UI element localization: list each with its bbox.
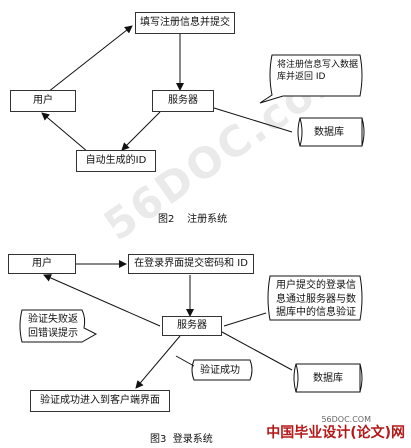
note-fail: 验证失败返 回错误提示: [28, 314, 78, 339]
node-success-enter: 验证成功进入到客户端界面: [30, 390, 170, 412]
edge-verify-pointer: [223, 312, 267, 327]
edge-server-to-autoid: [121, 111, 161, 151]
node-fill-info: 填写注册信息并提交: [135, 12, 235, 34]
node-server-fig2: 服务器: [152, 90, 214, 112]
note-fail-callout: [19, 309, 98, 343]
edge-server-to-user: [43, 274, 161, 327]
database-shape-fig2: [297, 117, 365, 147]
node-database-fig3: 数据库: [313, 373, 343, 384]
caption-fig2: 图2 注册系统: [158, 214, 228, 225]
node-user-fig3: 用户: [8, 254, 76, 274]
site-logo: 中国毕业设计(论文)网: [266, 425, 405, 441]
caption-fig3: 图3 登录系统: [150, 434, 213, 445]
note-verify-callout: [267, 275, 363, 321]
note-success: 验证成功: [200, 365, 240, 376]
database-shape-fig3: [293, 363, 363, 393]
node-database-fig2: 数据库: [314, 127, 344, 138]
edge-user-to-fill: [47, 25, 133, 93]
node-submit: 在登录界面提交密码和 ID: [128, 254, 254, 274]
edge-server-to-success: [135, 335, 181, 389]
edge-server-database: [213, 107, 293, 133]
edge-server-database-fig3: [221, 331, 293, 371]
edge-autoid-to-user: [41, 112, 89, 153]
note-write-db: 将注册信息写入数据 库并返回 ID: [277, 60, 359, 83]
node-auto-id: 自动生成的ID: [76, 150, 156, 172]
note-success-callout: [175, 355, 253, 381]
note-verify: 用户提交的登录信 息通过服务器与数 据库中的信息验证: [276, 280, 356, 318]
logo-domain: 56DOC.COM: [321, 415, 371, 424]
node-user-fig2: 用户: [10, 90, 76, 112]
note-callout-fig2: [259, 54, 363, 104]
node-server-fig3: 服务器: [162, 316, 222, 336]
